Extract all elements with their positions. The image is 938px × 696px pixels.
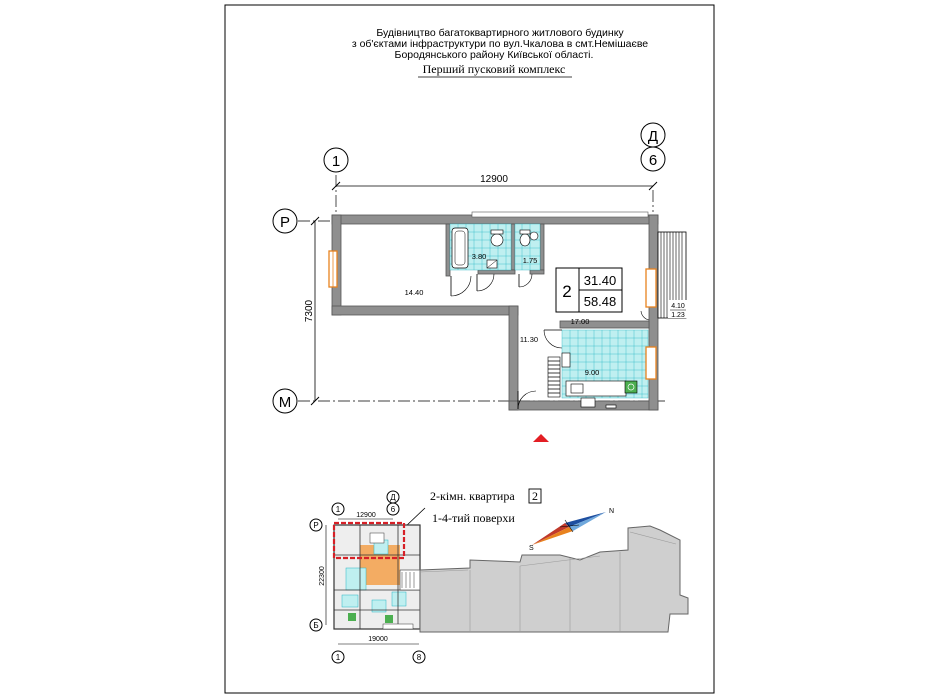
bottom-detail	[580, 397, 596, 408]
bathroom-tiles	[449, 223, 512, 271]
room-area-kitchen: 9.00	[585, 368, 600, 377]
svg-text:1: 1	[332, 153, 340, 170]
entrance-marker	[533, 434, 549, 442]
key-plan-apt-number: 2	[532, 489, 538, 503]
balcony-area-a: 4.10	[671, 303, 685, 310]
room-area-corridor: 11.30	[520, 335, 538, 344]
axis-marker-m: М	[272, 388, 298, 414]
balcony: 4.10 1.23	[657, 231, 688, 319]
window-living	[645, 268, 657, 308]
svg-text:7300: 7300	[304, 299, 315, 322]
svg-text:1: 1	[336, 505, 341, 514]
partition-bath-wc	[510, 223, 516, 271]
dimension-width: 12900	[331, 174, 658, 191]
partition-bedroom	[445, 223, 451, 277]
doors	[450, 273, 650, 410]
title-block: Будівництво багатоквартирного житлового …	[352, 27, 648, 78]
axis-marker-r: Р	[272, 208, 298, 234]
wall-living-kitchen	[559, 320, 650, 329]
axis-marker-1: 1	[323, 147, 349, 173]
wc-tiles	[514, 223, 541, 271]
partition-wc-bottom	[529, 269, 545, 275]
key-axis-top-1: 1	[331, 502, 345, 516]
title-line-3: Бородянського району Київської області.	[395, 49, 594, 61]
title-line-2: з об'єктами інфраструктури по вул.Чкалов…	[352, 38, 648, 50]
compass-icon: N S	[529, 508, 614, 552]
svg-text:Б: Б	[313, 621, 318, 630]
apartment-plan: 1 Д 6 Р М 12900 7300	[272, 122, 688, 442]
svg-text:Д: Д	[648, 128, 658, 145]
svg-text:S: S	[529, 545, 534, 552]
apartment-living-area: 31.40	[584, 273, 617, 288]
key-dim-bottom: 19000	[368, 636, 388, 643]
wall-mid-horizontal	[331, 305, 519, 316]
title-line-1: Будівництво багатоквартирного житлового …	[376, 27, 624, 39]
key-axis-bottom-8: 8	[412, 650, 426, 664]
svg-text:8: 8	[417, 653, 422, 662]
window-kitchen	[645, 346, 657, 380]
room-area-bedroom: 14.40	[405, 288, 424, 297]
svg-text:6: 6	[649, 152, 657, 169]
key-dim-left: 22300	[319, 566, 326, 586]
bottom-detail-2	[605, 404, 617, 409]
room-area-living: 17.00	[571, 317, 590, 326]
kitchen-tiles	[561, 329, 649, 399]
key-dim-top: 12900	[356, 512, 376, 519]
key-axis-bottom-1: 1	[331, 650, 345, 664]
key-plan: 2-кімн. квартира 2 1-4-тий поверхи 1 Д 6…	[309, 488, 689, 664]
wall-corridor-left	[508, 305, 519, 411]
wall-right	[648, 214, 659, 411]
room-area-wc: 1.75	[523, 256, 538, 265]
partition-wc-right	[539, 223, 545, 271]
key-axis-row-r: Р	[309, 518, 323, 532]
title-subtitle: Перший пусковий комплекс	[423, 62, 566, 76]
key-plan-adjacent-building	[419, 525, 689, 633]
key-plan-highlight	[332, 521, 406, 560]
svg-text:Р: Р	[313, 521, 318, 530]
apartment-number: 2	[562, 282, 571, 301]
kitchen-hatch	[547, 356, 561, 398]
partition-bath-bottom	[477, 269, 516, 275]
key-plan-building	[332, 521, 421, 630]
dimension-height: 7300	[304, 216, 320, 406]
key-axis-top-d: Д	[386, 490, 400, 504]
key-axis-top-6: 6	[386, 502, 400, 516]
room-area-bath: 3.80	[472, 252, 487, 261]
key-plan-floors: 1-4-тий поверхи	[432, 511, 515, 525]
svg-text:12900: 12900	[480, 174, 508, 185]
svg-text:6: 6	[391, 505, 396, 514]
svg-text:N: N	[609, 508, 614, 515]
balcony-area-b: 1.23	[671, 312, 685, 319]
key-axis-row-b: Б	[309, 618, 323, 632]
svg-text:1: 1	[336, 653, 341, 662]
key-plan-leader	[404, 507, 426, 528]
apartment-area-box: 2 31.40 58.48	[555, 267, 623, 313]
axis-marker-6: 6	[640, 146, 666, 172]
svg-text:Р: Р	[280, 214, 290, 231]
key-plan-apt-box	[528, 488, 542, 504]
apartment-total-area: 58.48	[584, 294, 617, 309]
svg-text:Д: Д	[390, 493, 396, 502]
wall-top-hatch	[471, 211, 649, 218]
svg-text:М: М	[279, 394, 292, 411]
axis-marker-d: Д	[640, 122, 666, 148]
key-plan-title: 2-кімн. квартира	[430, 489, 515, 503]
